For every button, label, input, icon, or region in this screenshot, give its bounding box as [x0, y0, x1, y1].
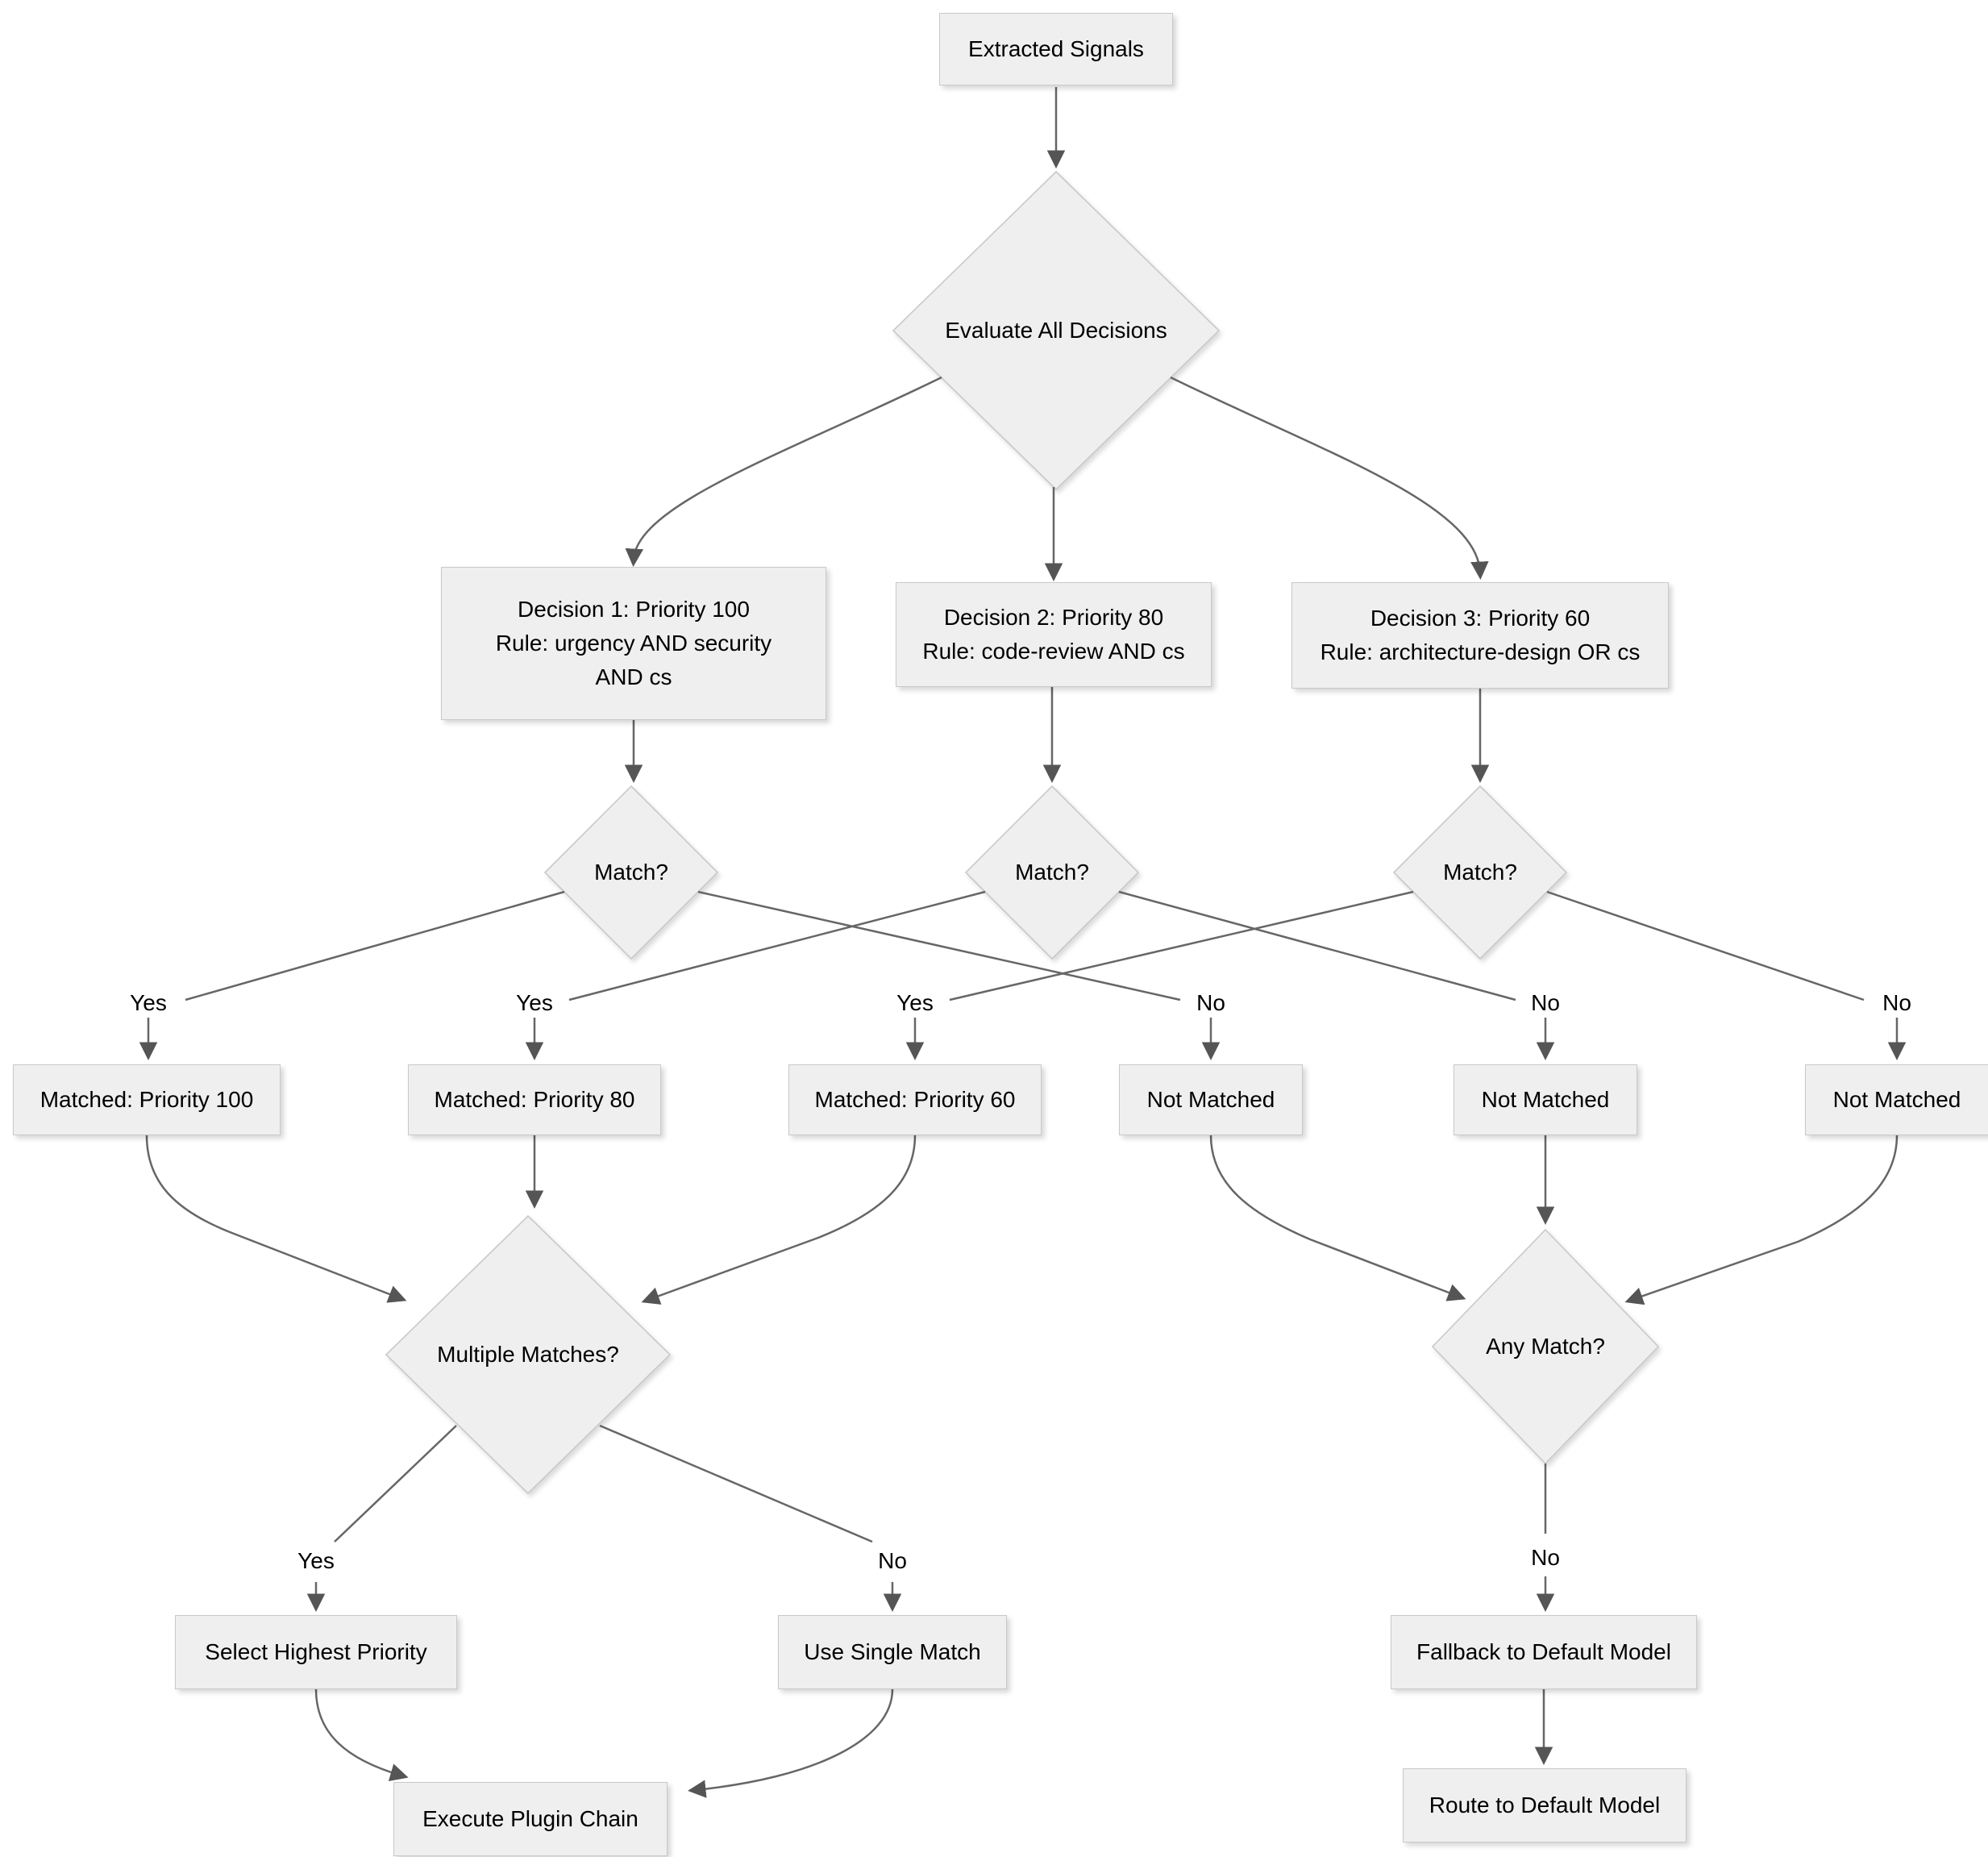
edge-label-no-2: No	[1528, 991, 1562, 1015]
edge-notmatched3-to-anymatch	[1624, 1135, 1899, 1305]
node-not-matched-2: Not Matched	[1454, 1064, 1637, 1135]
edge-match1-yes-line	[185, 890, 565, 1001]
node-select-highest-priority-label: Select Highest Priority	[205, 1639, 427, 1664]
edge-label-anymatch-no: No	[1528, 1546, 1562, 1570]
edge-multiple-yes-line	[334, 1425, 457, 1543]
node-decision-1-line3: AND cs	[595, 664, 672, 689]
node-matched-priority-100-label: Matched: Priority 100	[40, 1087, 254, 1112]
node-matched-priority-80-label: Matched: Priority 80	[434, 1087, 635, 1112]
node-fallback-to-default-model-label: Fallback to Default Model	[1416, 1639, 1671, 1664]
node-not-matched-1-label: Not Matched	[1146, 1087, 1275, 1112]
edge-label-yes-2: Yes	[514, 991, 555, 1015]
node-route-to-default-model: Route to Default Model	[1403, 1768, 1686, 1842]
diamond-multiple-matches	[385, 1214, 672, 1495]
node-decision-3-line2: Rule: architecture-design OR cs	[1320, 639, 1641, 664]
edge-notmatched1-to-anymatch	[1209, 1135, 1466, 1301]
edge-multiple-no-line	[599, 1424, 873, 1543]
diamond-match-3	[1392, 785, 1568, 960]
edge-label-no-1: No	[1194, 991, 1228, 1015]
node-fallback-to-default-model: Fallback to Default Model	[1391, 1615, 1697, 1689]
edge-matched60-to-multiple	[641, 1135, 917, 1305]
edge-evaluate-to-decision1	[625, 376, 942, 567]
edge-use-single-to-execute	[688, 1688, 894, 1798]
node-decision-1-line2: Rule: urgency AND security	[495, 631, 772, 656]
edge-evaluate-to-decision3	[1170, 376, 1489, 580]
node-decision-2-line1: Decision 2: Priority 80	[943, 605, 1164, 630]
node-not-matched-1: Not Matched	[1119, 1064, 1303, 1135]
edge-match3-yes-line	[949, 890, 1414, 1001]
edge-select-highest-to-execute	[314, 1688, 409, 1781]
edge-match3-no-line	[1546, 890, 1865, 1001]
edge-label-yes-1: Yes	[127, 991, 169, 1015]
node-not-matched-2-label: Not Matched	[1481, 1087, 1610, 1112]
node-extracted-signals: Extracted Signals	[939, 13, 1173, 85]
node-matched-priority-100: Matched: Priority 100	[13, 1064, 281, 1135]
edge-matched100-to-multiple	[145, 1135, 407, 1303]
diamond-any-match	[1431, 1228, 1660, 1465]
node-decision-3-line1: Decision 3: Priority 60	[1370, 606, 1591, 631]
node-decision-2-line2: Rule: code-review AND cs	[922, 639, 1185, 664]
diamond-match-2	[964, 785, 1140, 960]
node-extracted-signals-label: Extracted Signals	[968, 36, 1144, 61]
node-decision-2: Decision 2: Priority 80 Rule: code-revie…	[896, 582, 1212, 687]
node-decision-3: Decision 3: Priority 60 Rule: architectu…	[1291, 582, 1669, 689]
node-use-single-match-label: Use Single Match	[804, 1639, 981, 1664]
edge-label-multiple-yes: Yes	[295, 1549, 337, 1573]
node-route-to-default-model-label: Route to Default Model	[1429, 1792, 1661, 1817]
edge-match2-yes-line	[568, 890, 986, 1001]
node-decision-1-line1: Decision 1: Priority 100	[518, 597, 750, 622]
edge-label-yes-3: Yes	[894, 991, 936, 1015]
edge-match2-no-line	[1118, 890, 1516, 1001]
node-not-matched-3: Not Matched	[1805, 1064, 1988, 1135]
node-decision-1: Decision 1: Priority 100 Rule: urgency A…	[441, 567, 826, 720]
node-matched-priority-80: Matched: Priority 80	[408, 1064, 661, 1135]
edge-label-no-3: No	[1880, 991, 1914, 1015]
node-use-single-match: Use Single Match	[778, 1615, 1007, 1689]
edge-label-multiple-no: No	[875, 1549, 909, 1573]
node-execute-plugin-chain: Execute Plugin Chain	[393, 1782, 668, 1856]
node-not-matched-3-label: Not Matched	[1832, 1087, 1961, 1112]
diamond-match-1	[543, 785, 719, 960]
node-execute-plugin-chain-label: Execute Plugin Chain	[422, 1806, 638, 1831]
node-select-highest-priority: Select Highest Priority	[175, 1615, 457, 1689]
diamond-evaluate-all-decisions	[892, 170, 1221, 491]
node-matched-priority-60-label: Matched: Priority 60	[814, 1087, 1016, 1112]
edge-match1-no-line	[697, 890, 1181, 1001]
node-matched-priority-60: Matched: Priority 60	[788, 1064, 1042, 1135]
